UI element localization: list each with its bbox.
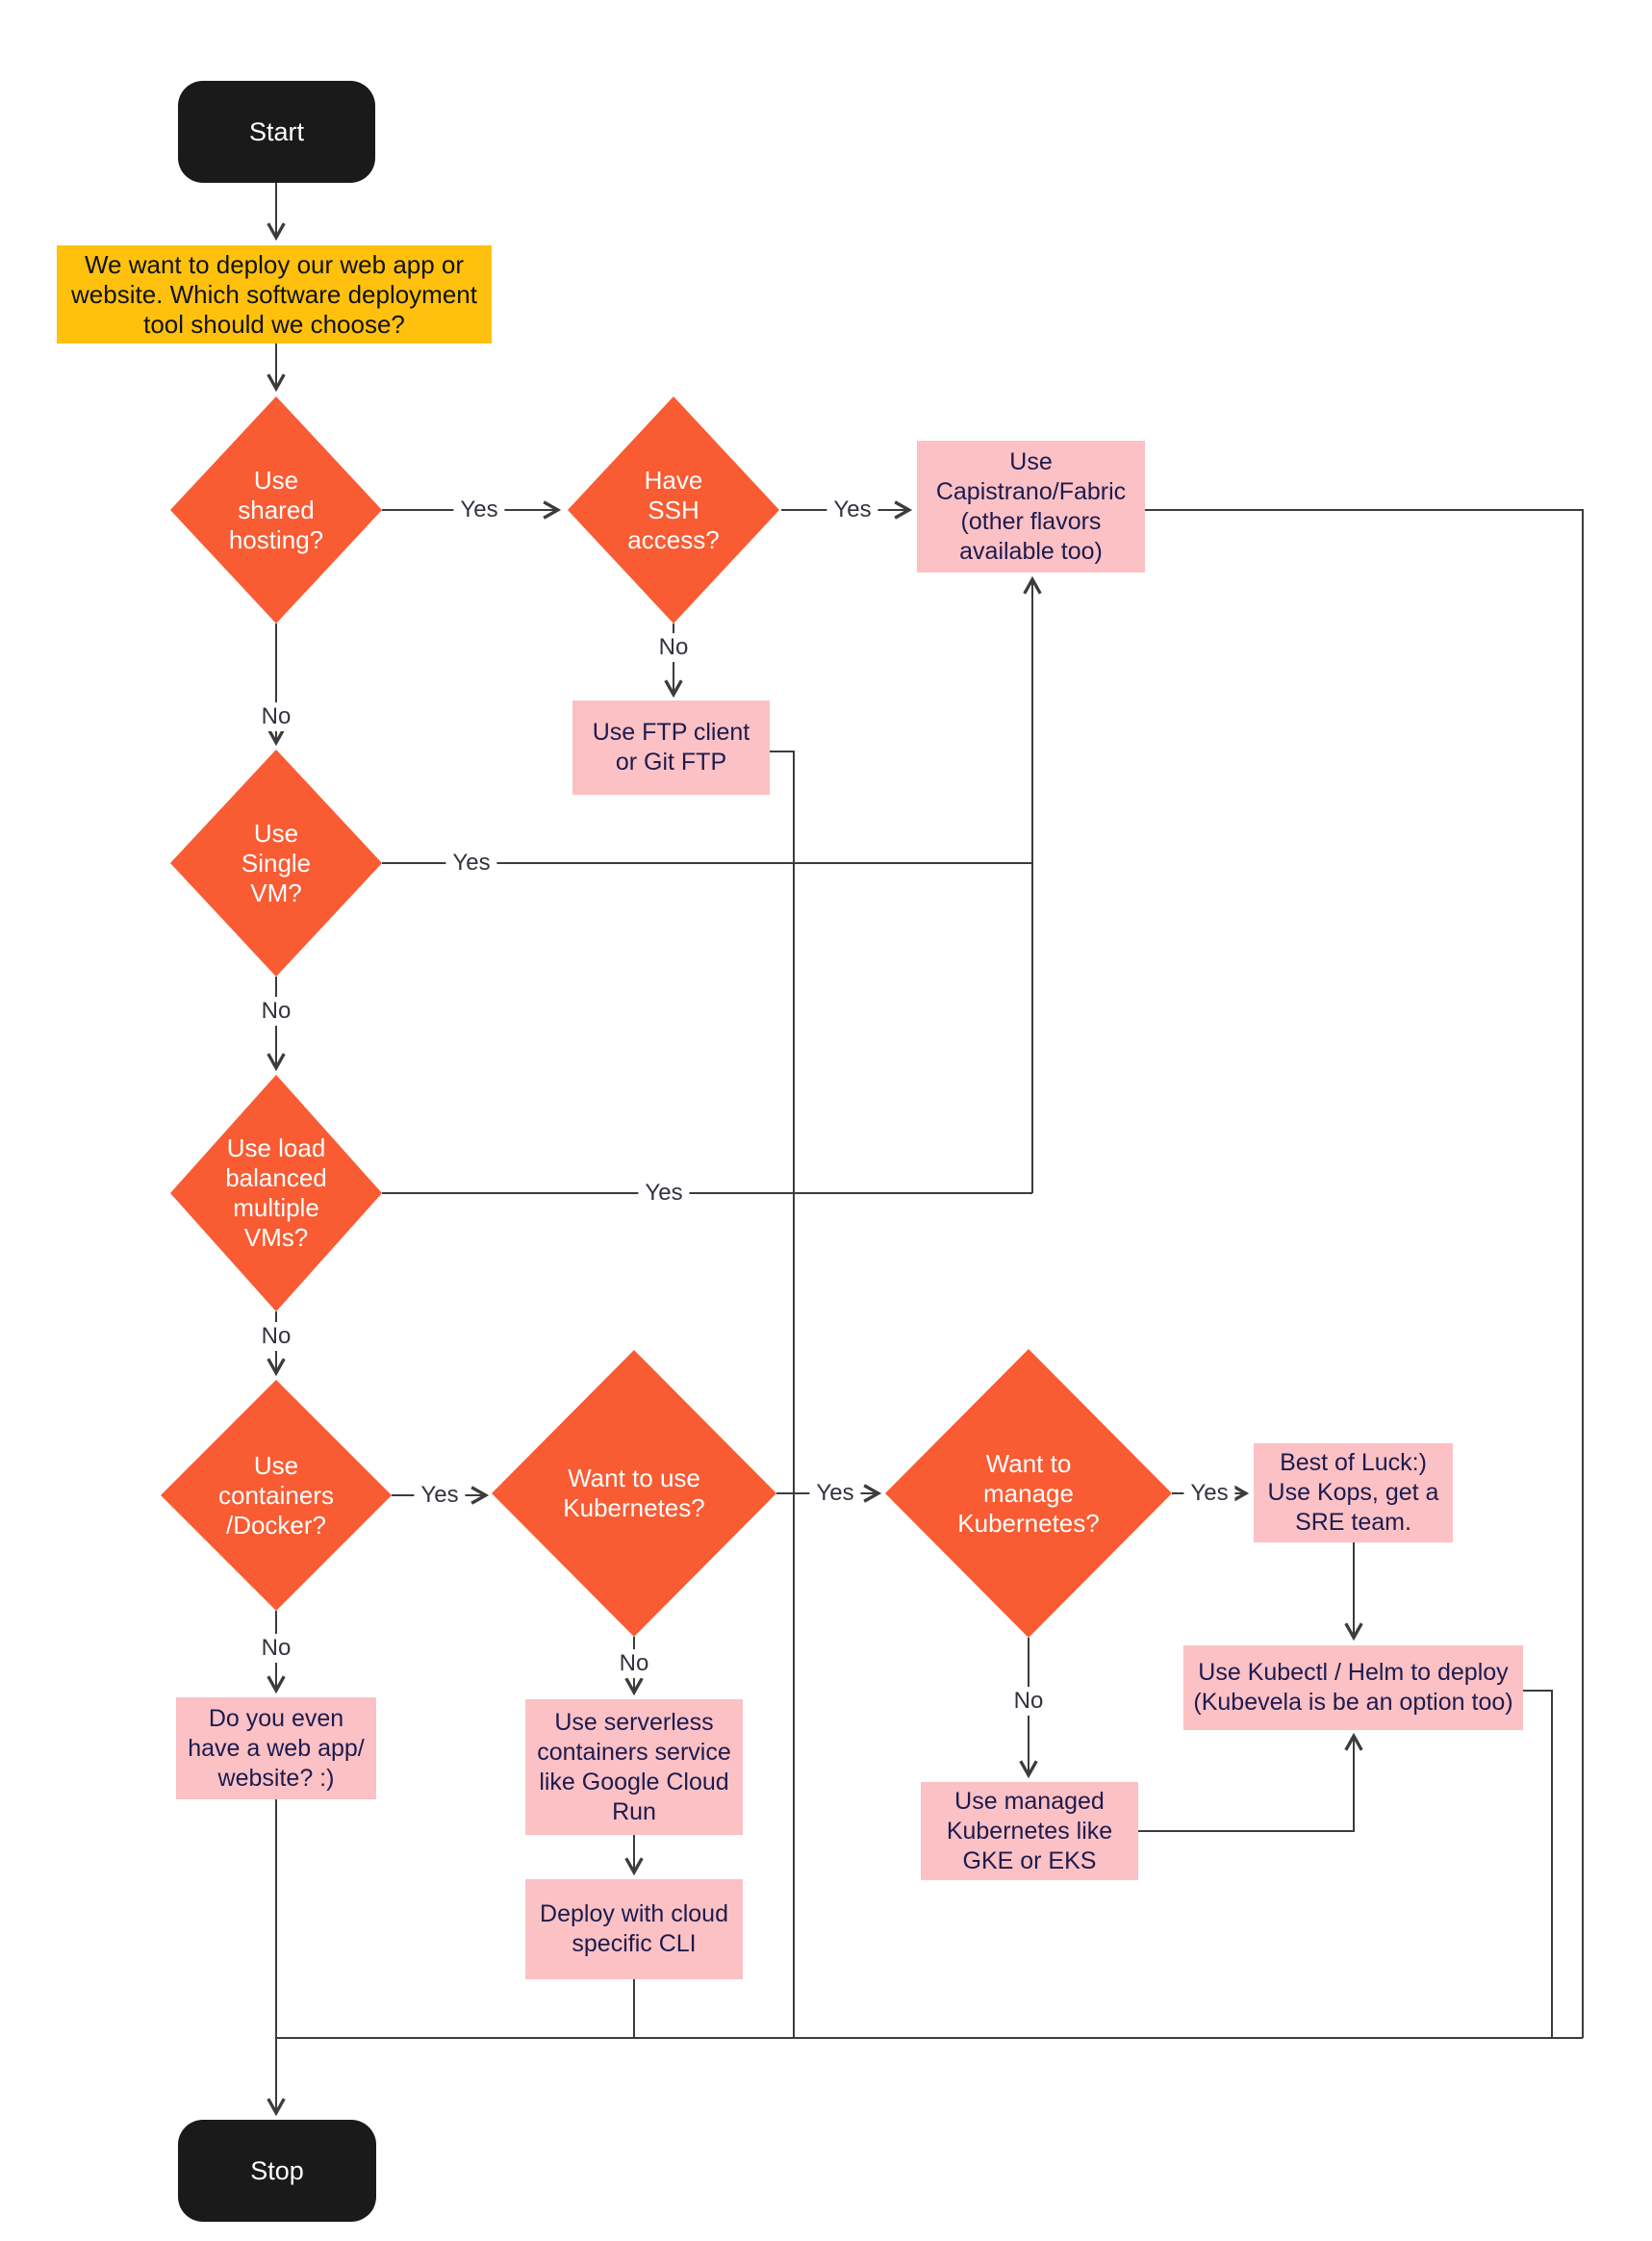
result-kubectl-helm: Use Kubectl / Helm to deploy (Kubevela i… xyxy=(1183,1645,1523,1730)
edge-label-yes-use-k8s: Yes xyxy=(809,1479,861,1508)
result-label: Use serverless containers service like G… xyxy=(537,1708,731,1825)
flowchart-node-stop: Stop xyxy=(178,2120,376,2222)
edge-label-no-use-k8s: No xyxy=(612,1649,656,1678)
result-cloud-specific-cli: Deploy with cloud specific CLI xyxy=(525,1879,743,1979)
result-label: Use Capistrano/Fabric (other flavors ava… xyxy=(935,447,1127,565)
edge-label-yes-containers: Yes xyxy=(414,1481,466,1510)
decision-label: Use containers /Docker? xyxy=(218,1450,334,1540)
result-label: Use Kubectl / Helm to deploy (Kubevela i… xyxy=(1193,1659,1513,1716)
edge-label-yes-manage-k8s: Yes xyxy=(1183,1479,1235,1508)
edge-label-no-single-vm: No xyxy=(254,997,298,1026)
edge-label-no-shared-hosting: No xyxy=(254,702,298,731)
result-label: Use FTP client or Git FTP xyxy=(592,719,750,776)
start-label: Start xyxy=(248,116,305,146)
decision-label: Use shared hosting? xyxy=(228,465,324,554)
edge-gke-kubectl xyxy=(1138,1732,1363,1832)
result-label: Deploy with cloud specific CLI xyxy=(540,1900,728,1957)
edge-label-yes-single-vm: Yes xyxy=(445,849,497,878)
prompt-label: We want to deploy our web app or website… xyxy=(71,249,477,339)
edge-ftp-down xyxy=(770,751,795,2038)
result-kops-sre-team: Best of Luck:) Use Kops, get a SRE team. xyxy=(1254,1443,1453,1542)
result-no-webapp: Do you even have a web app/ website? :) xyxy=(176,1697,376,1799)
decision-label: Want to manage Kubernetes? xyxy=(957,1448,1100,1538)
result-serverless-containers: Use serverless containers service like G… xyxy=(525,1699,743,1835)
decision-label: Use Single VM? xyxy=(241,818,312,907)
stop-label: Stop xyxy=(250,2155,304,2185)
edge-label-no-load-balanced: No xyxy=(254,1322,298,1351)
edge-label-yes-ssh: Yes xyxy=(826,496,878,524)
decision-label: Use load balanced multiple VMs? xyxy=(225,1133,327,1252)
result-managed-kubernetes: Use managed Kubernetes like GKE or EKS xyxy=(921,1782,1138,1880)
result-capistrano-fabric: Use Capistrano/Fabric (other flavors ava… xyxy=(917,441,1145,573)
edge-label-no-manage-k8s: No xyxy=(1006,1687,1051,1716)
result-ftp-client: Use FTP client or Git FTP xyxy=(572,700,770,795)
edge-label-yes-shared-hosting: Yes xyxy=(453,496,505,524)
flowchart-node-start: Start xyxy=(178,81,375,183)
edge-capistrano-right xyxy=(1145,509,1584,2038)
edge-kubectl-down xyxy=(1523,1690,1553,2038)
result-label: Use managed Kubernetes like GKE or EKS xyxy=(946,1787,1113,1874)
result-label: Do you even have a web app/ website? :) xyxy=(188,1704,365,1792)
flowchart-node-prompt: We want to deploy our web app or website… xyxy=(57,245,492,344)
edge-label-yes-load-balanced: Yes xyxy=(638,1179,690,1208)
edge-label-no-ssh: No xyxy=(651,633,696,662)
edge-label-no-containers: No xyxy=(254,1634,298,1663)
decision-label: Want to use Kubernetes? xyxy=(563,1464,705,1522)
decision-label: Have SSH access? xyxy=(627,465,720,554)
result-label: Best of Luck:) Use Kops, get a SRE team. xyxy=(1267,1449,1439,1536)
